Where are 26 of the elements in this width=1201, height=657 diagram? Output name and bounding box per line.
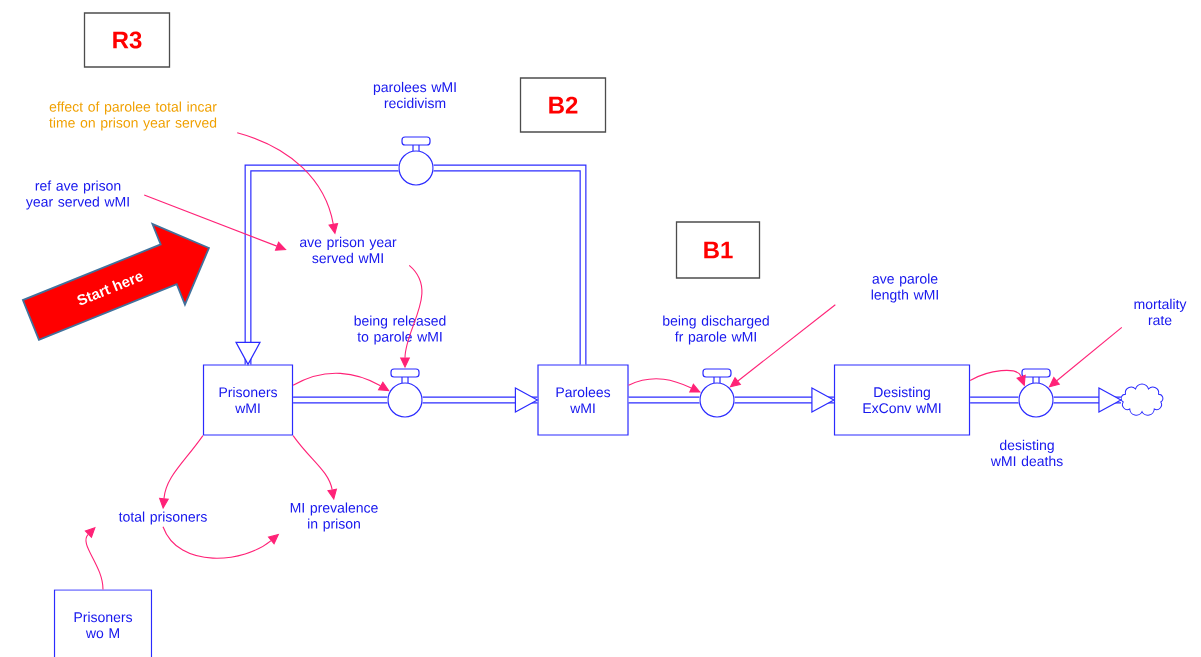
- valve-label: being discharged fr parole wMI: [663, 315, 769, 345]
- stock-box: Prisoners wo M: [53, 589, 153, 657]
- variable-label: mortality rate: [1134, 298, 1187, 326]
- variable-label: ave prison year served wMI: [299, 236, 397, 264]
- valve-label: parolees wMI recidivism: [373, 81, 456, 109]
- variable-label: ref ave prison year served wMI: [25, 180, 129, 210]
- variable-label: ave parole length wMI: [871, 273, 938, 303]
- loop-label: B2: [519, 77, 607, 133]
- stock-box: Parolees wMI: [537, 364, 629, 436]
- arrow: [292, 372, 390, 392]
- loop-label: R3: [83, 12, 171, 68]
- arrow: [729, 304, 836, 388]
- stock-box: Desisting ExConv wMI: [833, 364, 971, 436]
- stock-box: Prisoners wMI: [202, 364, 294, 436]
- flow-pipe: [433, 164, 587, 365]
- flow-pipe: [628, 396, 700, 404]
- arrow: [1048, 326, 1123, 388]
- flow-pipe: [970, 396, 1019, 404]
- arrow: [143, 194, 287, 251]
- flow-pipe: [293, 396, 388, 404]
- variable-label: total prisoners: [118, 511, 207, 525]
- loop-label: B1: [675, 221, 761, 279]
- variable-label: effect of parolee total incar time on prison year served: [49, 101, 217, 131]
- valve-label: desisting wMI deaths: [990, 439, 1063, 467]
- variable-label: MI prevalence in prison: [290, 502, 378, 532]
- cloud-symbol: [1120, 383, 1164, 416]
